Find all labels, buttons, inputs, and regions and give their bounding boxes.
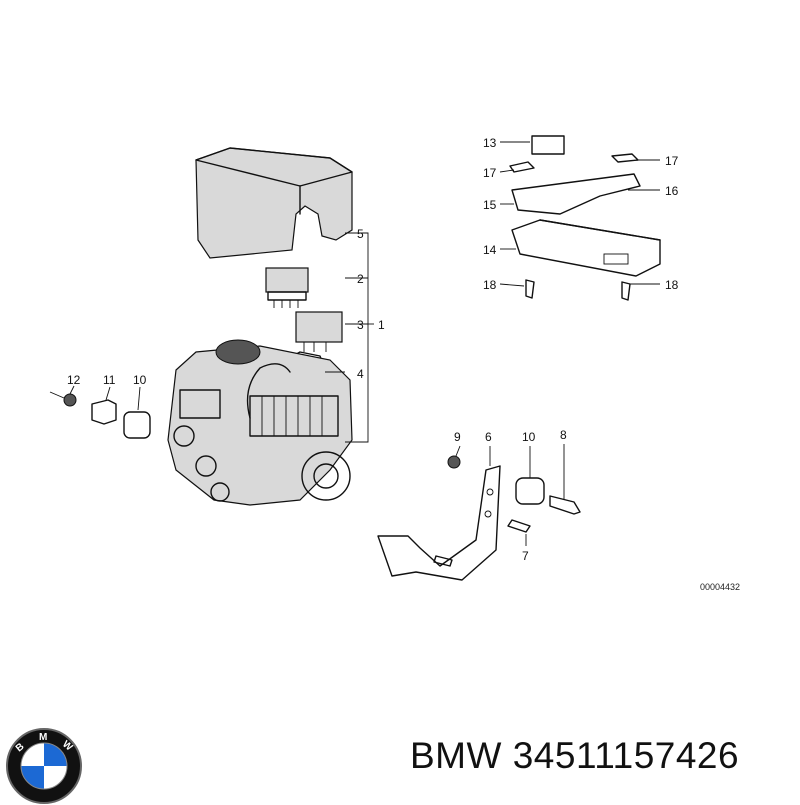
hydraulic-unit [167, 339, 353, 506]
callout-4: 4 [357, 367, 364, 381]
callout-3: 3 [357, 318, 364, 332]
callout-10-right: 10 [522, 430, 536, 444]
brand-name: BMW [410, 735, 502, 776]
logo-letter-m: M [39, 732, 47, 743]
callout-8: 8 [560, 428, 567, 442]
callout-18-left: 18 [483, 278, 497, 292]
callout-10-left: 10 [133, 373, 147, 387]
bracket-assembly [377, 444, 581, 581]
callout-15: 15 [483, 198, 497, 212]
bmw-roundel-icon: B M W [6, 728, 82, 804]
relay-part-2 [265, 267, 309, 308]
leader-lines [69, 232, 374, 443]
callout-12: 12 [67, 373, 81, 387]
part-number: 34511157426 [512, 735, 740, 776]
callout-17-left: 17 [483, 166, 497, 180]
callout-17-right: 17 [665, 154, 679, 168]
callout-14: 14 [483, 243, 497, 257]
callout-7: 7 [522, 549, 529, 563]
callout-6: 6 [485, 430, 492, 444]
callout-9: 9 [454, 430, 461, 444]
callout-1: 1 [378, 318, 385, 332]
diagram-reference-number: 00004432 [700, 582, 740, 592]
callout-11: 11 [103, 373, 116, 387]
callout-16: 16 [665, 184, 679, 198]
cover-part [195, 147, 353, 259]
callout-5: 5 [357, 227, 364, 241]
callout-2: 2 [357, 272, 364, 286]
mount-parts-left [49, 391, 151, 439]
part-caption: BMW 34511157426 [410, 735, 739, 777]
callout-18-right: 18 [665, 278, 679, 292]
relay-part-3 [295, 311, 343, 352]
control-unit-assembly [499, 135, 661, 301]
callout-13: 13 [483, 136, 497, 150]
